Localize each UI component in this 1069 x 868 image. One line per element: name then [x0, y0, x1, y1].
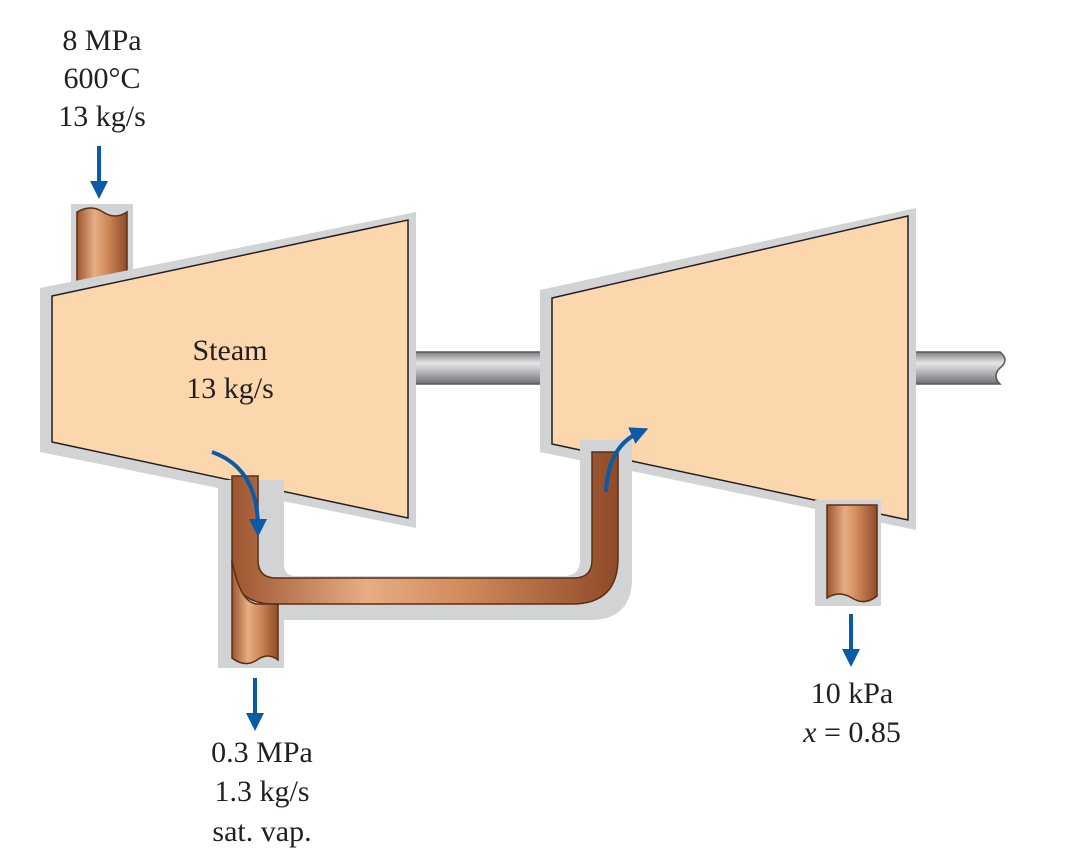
- extraction-flow-label: 1.3 kg/s: [214, 775, 309, 808]
- hp-turbine-label-2: 13 kg/s: [186, 372, 274, 405]
- inlet-temperature-label: 600°C: [63, 62, 140, 95]
- exit-quality-label: x = 0.85: [802, 716, 901, 749]
- exhaust-pipe: [815, 500, 881, 606]
- hp-turbine-label-1: Steam: [193, 334, 268, 367]
- crossover-pipe: [218, 440, 632, 668]
- flow-arrows: [90, 146, 860, 731]
- inlet-pressure-label: 8 MPa: [62, 24, 141, 57]
- extraction-pressure-label: 0.3 MPa: [211, 736, 313, 769]
- inlet-flow-label: 13 kg/s: [58, 100, 146, 133]
- extraction-pipe: [231, 559, 279, 665]
- quality-value: = 0.85: [816, 716, 900, 749]
- extraction-state-label: sat. vap.: [212, 815, 311, 848]
- hp-turbine: [40, 212, 416, 528]
- lp-inlet-arrow: [604, 427, 649, 493]
- exit-pressure-label: 10 kPa: [811, 677, 894, 710]
- hp-internal-arrow: [211, 450, 267, 537]
- lp-turbine: [540, 208, 916, 530]
- quality-symbol: x: [802, 716, 817, 749]
- shaft: [407, 351, 1006, 385]
